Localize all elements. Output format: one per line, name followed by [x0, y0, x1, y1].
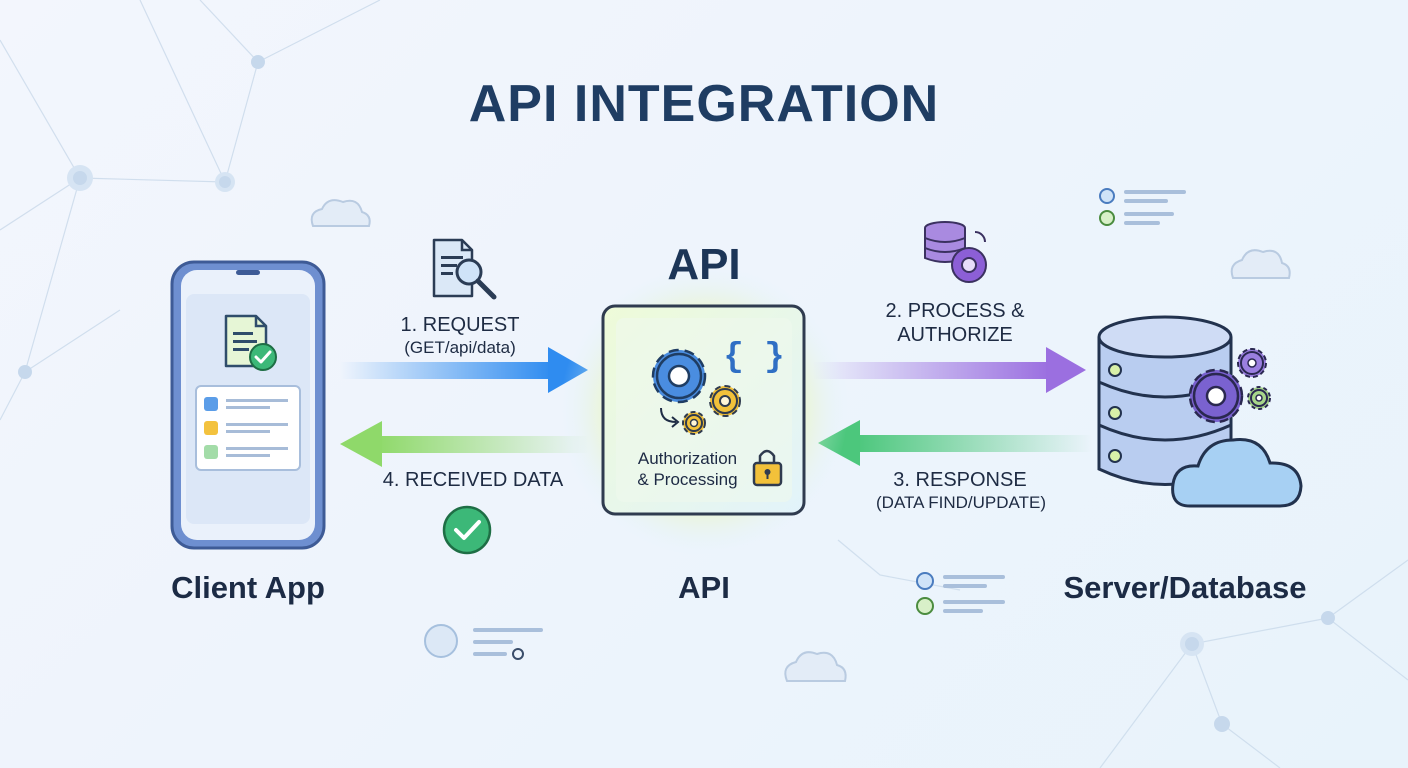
- step-response-label: 3. RESPONSE: [893, 469, 1027, 491]
- page-title: API INTEGRATION: [468, 75, 940, 133]
- client-phone: [170, 260, 326, 550]
- lock-icon: [752, 449, 783, 487]
- cloud-icon: [1230, 249, 1291, 279]
- cloud-icon: [310, 199, 371, 227]
- api-box-line1: Authorization: [637, 449, 738, 468]
- check-circle-icon: [442, 505, 492, 555]
- process-arrow: [812, 347, 1086, 393]
- gear-icon: [651, 348, 707, 404]
- code-braces-icon: { }: [723, 339, 784, 377]
- list-icon: [916, 572, 1005, 615]
- gear-icon: [1247, 386, 1271, 410]
- cloud-icon: [784, 651, 847, 682]
- server-icon: [1097, 315, 1233, 486]
- response-arrow: [818, 420, 1092, 466]
- api-box-line2: & Processing: [637, 470, 738, 489]
- step-process-line2: AUTHORIZE: [897, 324, 1013, 346]
- gear-icon: [682, 411, 706, 435]
- list-icon: [1099, 188, 1186, 226]
- received-arrow: [340, 421, 590, 467]
- list-icon: [424, 624, 543, 660]
- client-app-label: Client App: [171, 570, 325, 605]
- gear-icon: [709, 385, 741, 417]
- gear-icon: [1237, 348, 1267, 378]
- step-process-line1: 2. PROCESS &: [885, 300, 1025, 322]
- document-search-icon: [432, 238, 497, 300]
- api-label: API: [678, 570, 730, 605]
- step-response-sub: (DATA FIND/UPDATE): [876, 493, 1046, 512]
- server-database-label: Server/Database: [1063, 570, 1307, 605]
- step-request-sub: (GET/api/data): [404, 338, 516, 357]
- gear-icon: [1188, 368, 1244, 424]
- background-nodes: [18, 55, 1335, 732]
- step-received-label: 4. RECEIVED DATA: [382, 469, 564, 491]
- api-title: API: [667, 240, 741, 289]
- document-check-icon: [224, 314, 277, 371]
- step-request-label: 1. REQUEST: [400, 314, 520, 336]
- cloud-icon: [1171, 437, 1303, 508]
- database-gear-icon: [924, 221, 987, 283]
- flow-arrow-icon: [660, 407, 677, 423]
